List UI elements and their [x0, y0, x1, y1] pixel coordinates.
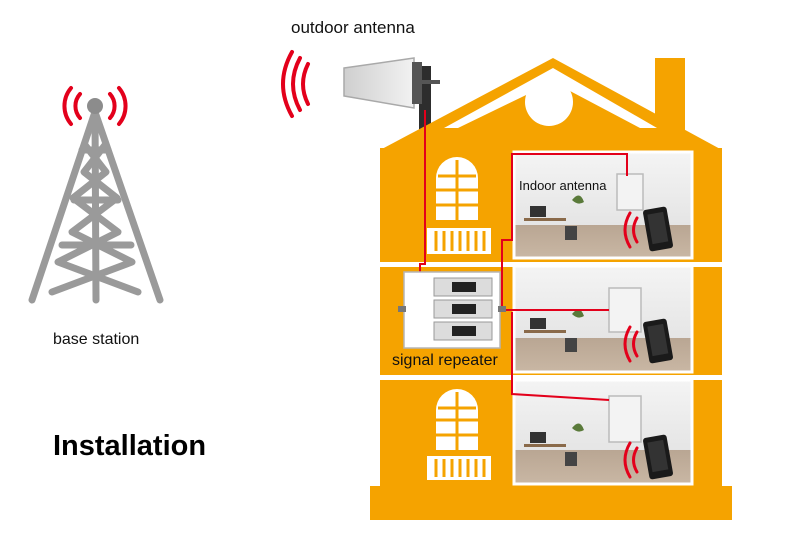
phone-middle-icon: [643, 318, 673, 364]
indoor-antenna-label: Indoor antenna: [519, 178, 607, 193]
tower-top-node: [87, 98, 103, 114]
outdoor-antenna-label: outdoor antenna: [291, 18, 415, 37]
base-station-tower: [28, 108, 164, 304]
outdoor-antenna-icon: [343, 57, 440, 109]
outdoor-antenna-signal-icon: [281, 50, 310, 118]
base-station-label: base station: [53, 331, 140, 348]
indoor-antenna-bottom-icon: [608, 395, 642, 443]
signal-repeater-label: signal repeater: [392, 352, 498, 369]
phone-top-icon: [643, 206, 673, 252]
page-title: Installation: [53, 430, 207, 462]
base-station-signal-icon: [62, 86, 128, 126]
window-top: [427, 157, 491, 254]
attic-window: [525, 78, 573, 126]
phone-signal-middle-icon: [623, 325, 639, 363]
floor-divider-lower: [378, 375, 724, 380]
phone-signal-bottom-icon: [623, 441, 639, 479]
house-base: [370, 486, 732, 520]
signal-repeater-icon: [398, 271, 506, 349]
phone-signal-top-icon: [623, 211, 639, 249]
phone-bottom-icon: [643, 434, 673, 480]
house-chimney: [655, 58, 685, 130]
window-bottom: [427, 389, 491, 480]
indoor-antenna-middle-icon: [608, 287, 642, 333]
indoor-antenna-top-icon: [616, 173, 644, 211]
